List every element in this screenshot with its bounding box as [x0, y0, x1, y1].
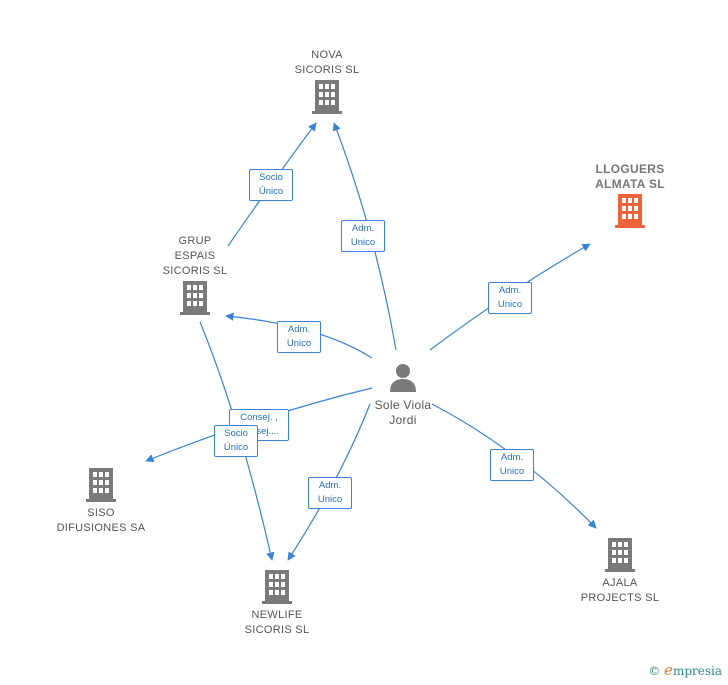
building-icon [312, 80, 342, 114]
edge-label-person-grup[interactable]: Adm. Unico [277, 321, 321, 353]
node-label: Sole Viola Jordi [374, 398, 432, 427]
node-label: GRUP ESPAIS SICORIS SL [162, 235, 228, 277]
brand-logo-initial: e [664, 661, 673, 679]
node-label: SISO DIFUSIONES SA [56, 507, 146, 534]
edge-label-grup-nova[interactable]: Socio Único [249, 169, 293, 201]
node-lloguers-almata[interactable]: LLOGUERS ALMATA SL [575, 162, 685, 228]
node-siso-difusiones[interactable]: SISO DIFUSIONES SA [46, 466, 156, 536]
building-icon [262, 570, 292, 604]
edge-label-person-newlife[interactable]: Adm. Unico [308, 477, 352, 509]
edge-label-person-ajala[interactable]: Adm. Unico [490, 449, 534, 481]
building-icon [86, 468, 116, 502]
brand-logo-text: mpresia [672, 664, 722, 678]
node-ajala-projects[interactable]: AJALA PROJECTS SL [570, 536, 670, 606]
copyright-icon: © [648, 664, 661, 678]
node-nova-sicoris[interactable]: NOVA SICORIS SL [277, 48, 377, 114]
edge-label-person-lloguers[interactable]: Adm. Unico [488, 282, 532, 314]
node-person-sole-viola-jordi[interactable]: Sole Viola Jordi [358, 362, 448, 428]
node-grup-espais-sicoris[interactable]: GRUP ESPAIS SICORIS SL [145, 234, 245, 315]
edge-label-person-nova[interactable]: Adm. Unico [341, 220, 385, 252]
node-label: LLOGUERS ALMATA SL [595, 162, 665, 191]
node-label: NOVA SICORIS SL [294, 49, 360, 76]
node-label: NEWLIFE SICORIS SL [244, 609, 310, 636]
building-icon [605, 538, 635, 572]
person-icon [390, 364, 416, 392]
node-newlife-sicoris[interactable]: NEWLIFE SICORIS SL [227, 568, 327, 638]
edge-label-grup-newlife[interactable]: Socio Único [214, 425, 258, 457]
node-label: AJALA PROJECTS SL [580, 577, 660, 604]
building-icon [615, 194, 645, 228]
building-icon [180, 281, 210, 315]
brand-footer: © empresia [648, 661, 722, 679]
